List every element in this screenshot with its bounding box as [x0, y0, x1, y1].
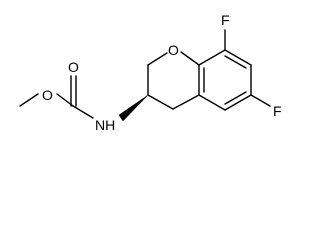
fluorine-bottom-label: F: [273, 103, 282, 119]
ester-oxygen-label: O: [42, 87, 53, 103]
fluorine-top-label: F: [221, 12, 230, 28]
stereo-wedge-bond: [118, 94, 149, 122]
bond-c6-f: [250, 94, 271, 107]
bond-c4-c4a: [172, 94, 200, 110]
ring-oxygen-label: O: [168, 42, 179, 58]
bond-c8-c7-inner: [224, 55, 247, 69]
bond-c5-c4a: [198, 94, 226, 111]
bond-c2-ring-o: [147, 52, 168, 66]
amine-label: NH: [95, 117, 115, 133]
bond-carbonyl-c-nh: [72, 105, 94, 119]
bond-ring-o-c8a: [180, 51, 200, 66]
bond-c8-c7: [224, 49, 252, 66]
bond-c8a-c8: [198, 49, 226, 66]
bond-c3-c4: [147, 94, 174, 110]
bond-c6-c5-inner: [224, 91, 247, 105]
chemical-structure: O O NH O F F: [19, 12, 282, 133]
bond-c6-c5: [224, 94, 252, 111]
bond-methyl-ester-o: [19, 93, 39, 107]
carbonyl-oxygen-label: O: [68, 59, 79, 75]
